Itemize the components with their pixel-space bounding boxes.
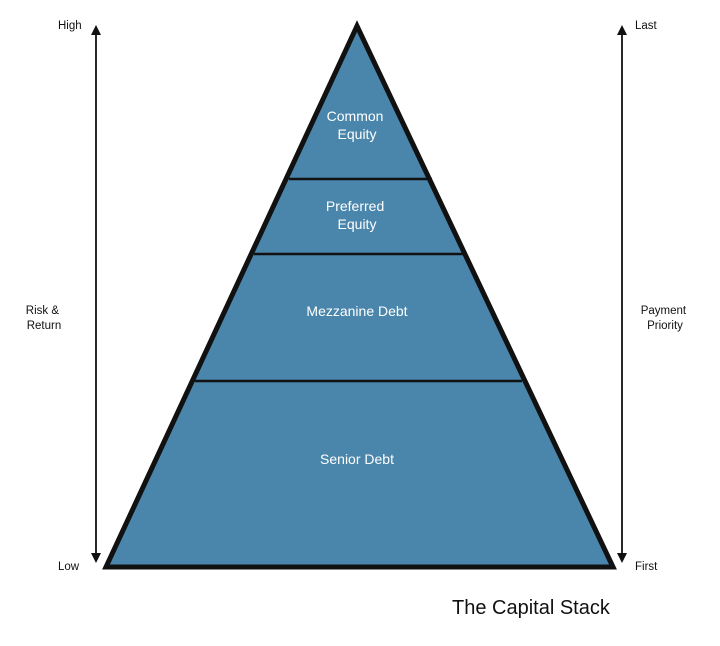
- right-axis-middle-label: Payment Priority: [641, 305, 690, 332]
- layer-label-senior-debt: Senior Debt: [320, 451, 394, 467]
- layer-label-mezzanine-debt: Mezzanine Debt: [306, 303, 407, 319]
- diagram-caption: The Capital Stack: [452, 597, 610, 619]
- layer-label-common-equity: Common Equity: [327, 108, 388, 142]
- pyramid-shape: [102, 20, 617, 570]
- layer-label-preferred-equity: Preferred Equity: [326, 198, 388, 232]
- right-axis-bottom-label: First: [635, 561, 658, 573]
- left-axis-bottom-label: Low: [58, 561, 80, 573]
- left-axis-top-label: High: [58, 20, 82, 32]
- left-axis-middle-label: Risk & Return: [26, 305, 62, 332]
- right-axis-top-label: Last: [635, 20, 658, 32]
